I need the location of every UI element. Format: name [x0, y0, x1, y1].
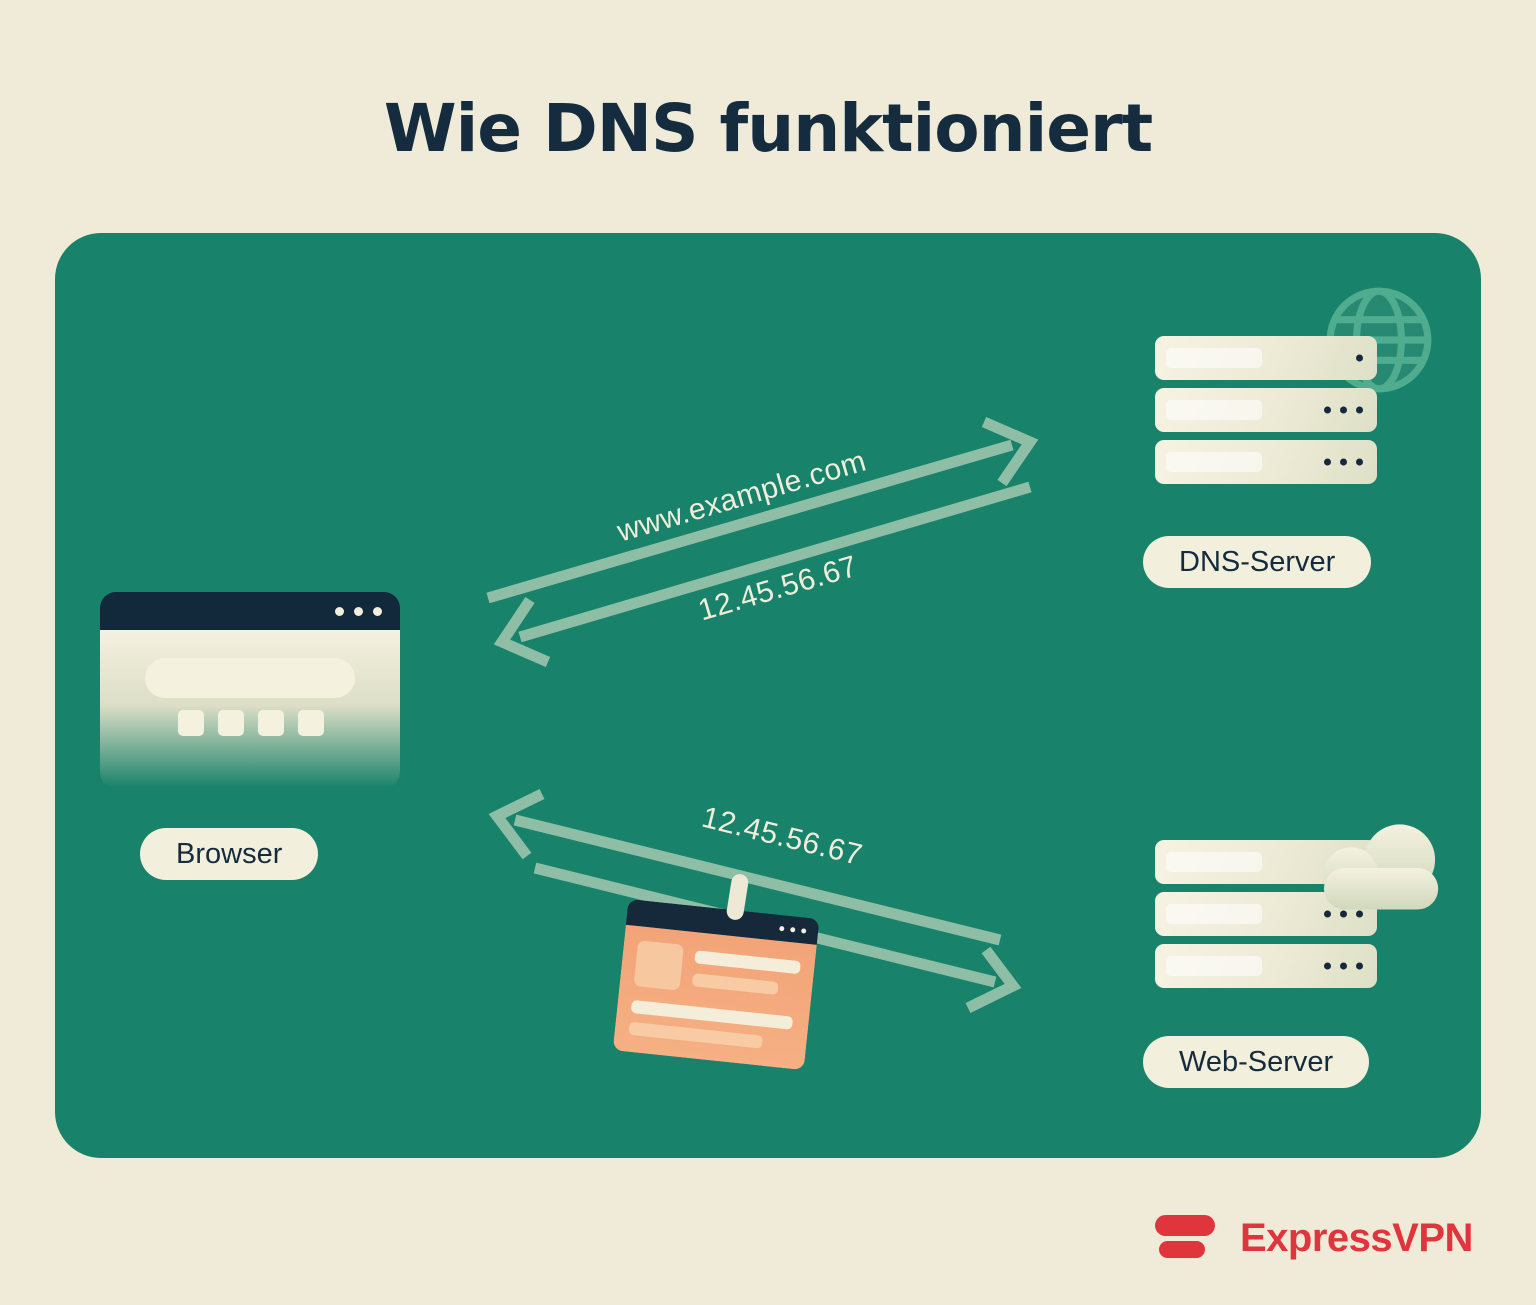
- server-stack: [1155, 840, 1377, 996]
- server-stack: [1155, 336, 1377, 492]
- server-slot: [1166, 852, 1262, 872]
- server-slot: [1166, 956, 1262, 976]
- server-led-dots: [1324, 962, 1363, 970]
- server-row: [1155, 388, 1377, 432]
- web-server-icon: [1155, 822, 1455, 1030]
- server-led-dots: [1324, 406, 1363, 414]
- dns-server-icon: [1155, 284, 1445, 492]
- browser-body: [100, 630, 400, 788]
- window-dot-icon: [779, 925, 785, 931]
- webpage-image-placeholder: [633, 940, 685, 991]
- server-led-dots: [1356, 354, 1363, 362]
- browser-label: Browser: [140, 828, 319, 880]
- server-slot: [1166, 400, 1262, 420]
- browser-titlebar: [100, 592, 400, 630]
- server-led-dots: [1324, 910, 1363, 918]
- server-row: [1155, 336, 1377, 380]
- tile-icon: [258, 710, 284, 736]
- server-led-dots: [1324, 458, 1363, 466]
- server-row: [1155, 944, 1377, 988]
- browser-window-icon: [100, 592, 400, 788]
- address-bar-icon: [145, 658, 355, 698]
- window-dot-icon: [373, 606, 382, 616]
- expressvpn-wordmark: ExpressVPN: [1240, 1215, 1473, 1260]
- window-dot-icon: [335, 606, 344, 616]
- webpage-icon: [612, 898, 820, 1071]
- tile-icon: [218, 710, 244, 736]
- window-dot-icon: [790, 926, 796, 933]
- server-row: [1155, 440, 1377, 484]
- server-slot: [1166, 348, 1262, 368]
- page-title: Wie DNS funktioniert: [383, 90, 1153, 167]
- expressvpn-logo: ExpressVPN: [1152, 1210, 1473, 1266]
- tile-icon: [178, 710, 204, 736]
- server-slot: [1166, 904, 1262, 924]
- web-server-label: Web-Server: [1143, 1036, 1370, 1088]
- tile-icon: [298, 710, 324, 736]
- dns-server-label: DNS-Server: [1143, 536, 1372, 588]
- window-dot-icon: [800, 927, 807, 934]
- server-slot: [1166, 452, 1262, 472]
- cloud-icon: [1323, 824, 1439, 910]
- window-dot-icon: [354, 606, 363, 616]
- expressvpn-mark-icon: [1155, 1215, 1215, 1258]
